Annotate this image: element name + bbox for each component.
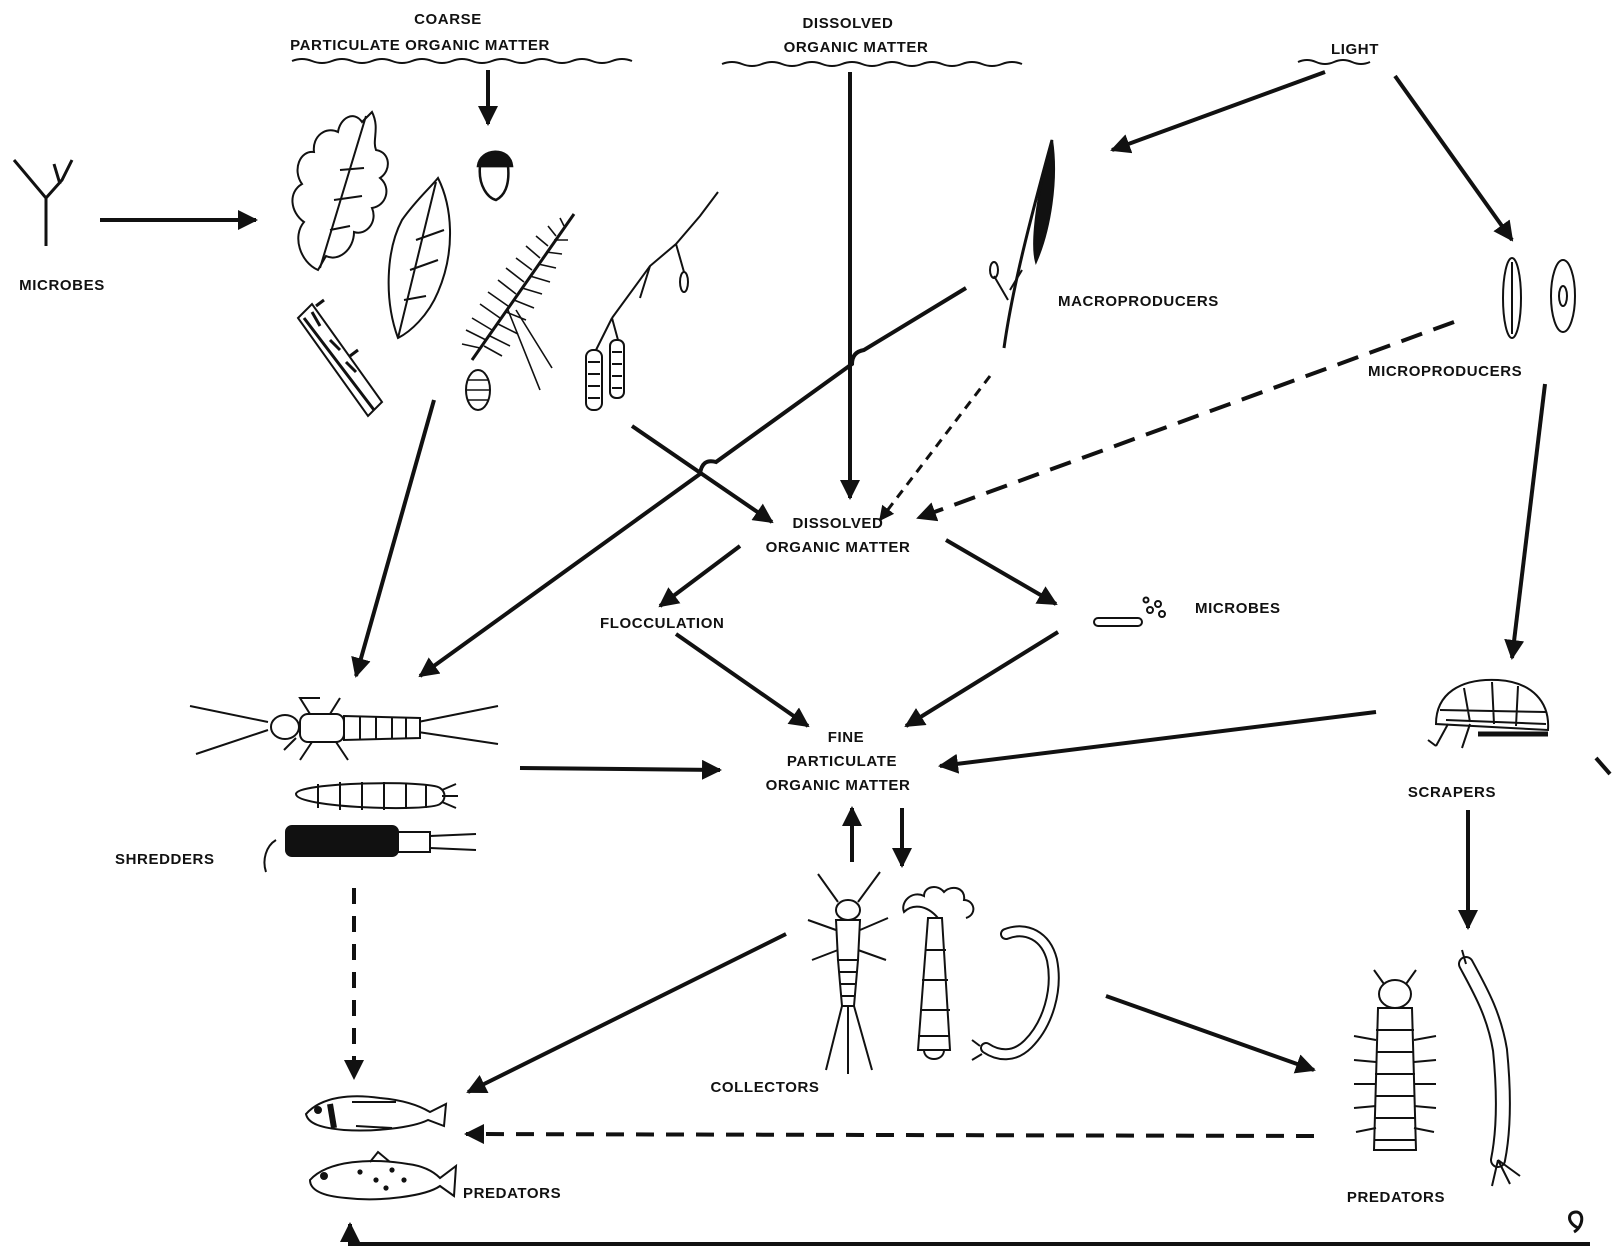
microbes-left-label: MICROBES (19, 277, 105, 294)
dom-top-label-1: DISSOLVED (803, 15, 894, 32)
predators-right-label: PREDATORS (1347, 1189, 1445, 1206)
stonefly-nymph-icon (189, 697, 499, 761)
water-surface-lines (291, 58, 1371, 67)
dom-center-label-2: ORGANIC MATTER (766, 539, 911, 556)
leaf-icon (387, 176, 451, 340)
oak-leaf-icon (291, 110, 389, 272)
microproducers-label: MICROPRODUCERS (1368, 363, 1522, 380)
solid-arrows (100, 70, 1612, 1246)
arrow-shredders-to-fpom (519, 759, 722, 780)
macroproducer-plant-icon (989, 139, 1055, 349)
surface-line-cpom (291, 58, 633, 64)
arrow-collectors-to-predators-left (466, 932, 787, 1094)
predator-larva-icon (1458, 949, 1521, 1187)
midge-larva-icon (971, 925, 1060, 1061)
hyphae-icon (12, 159, 74, 246)
trout-fish-icon (308, 1150, 458, 1201)
arrow-microproducers-to-scrapers (1504, 383, 1547, 660)
arrow-dom-to-flocculation (658, 544, 742, 608)
collectors-label: COLLECTORS (710, 1079, 819, 1096)
dashed-arrows (344, 320, 1455, 1145)
coarse-pom-label-1: COARSE (414, 11, 482, 28)
hellgrammite-icon (1353, 969, 1437, 1151)
shredders-label: SHREDDERS (115, 851, 215, 868)
arrow-microbes-to-fpom (904, 630, 1060, 728)
arrow-light-to-macroproducers (1110, 70, 1326, 154)
arrow-macroproducers-to-shredders (418, 286, 968, 678)
coarse-pom-label-2: PARTICULATE ORGANIC MATTER (290, 37, 550, 54)
bacteria-icon (1093, 596, 1166, 627)
dashed-arrow-predators-right-to-left (464, 1124, 1315, 1145)
arrow-edge-stub (1594, 756, 1612, 776)
sculpin-fish-icon (304, 1095, 448, 1132)
dom-center-label-1: DISSOLVED (793, 515, 884, 532)
mayfly-nymph-icon (807, 871, 889, 1074)
arrow-scrapers-to-fpom (938, 710, 1377, 774)
arrow-litter-to-shredders (351, 399, 436, 678)
surface-line-light (1297, 59, 1371, 65)
cranefly-larva-icon (294, 782, 458, 810)
dashed-arrow-macro-to-dom (878, 375, 992, 522)
microbes-right-label: MICROBES (1195, 600, 1281, 617)
flocculation-label: FLOCCULATION (600, 615, 724, 632)
acorn-icon (476, 150, 514, 202)
predators-left-label: PREDATORS (463, 1185, 561, 1202)
light-label: LIGHT (1331, 41, 1379, 58)
caddisfly-case-icon (263, 825, 477, 873)
dashed-arrow-micro-to-dom (916, 320, 1455, 522)
arrow-dom-to-microbes (944, 538, 1058, 606)
diatom-icon (1502, 257, 1576, 339)
corner-mark-icon (1568, 1210, 1584, 1234)
arrow-light-to-microproducers (1393, 74, 1514, 242)
labels: COARSE PARTICULATE ORGANIC MATTER DISSOL… (19, 11, 1522, 1206)
blackfly-larva-icon (902, 886, 975, 1060)
arrow-flocculation-to-fpom (674, 632, 810, 728)
scrapers-label: SCRAPERS (1408, 784, 1496, 801)
dom-top-label-2: ORGANIC MATTER (784, 39, 929, 56)
fpom-label-2: PARTICULATE (787, 753, 897, 770)
alder-twig-icon (585, 191, 719, 411)
fpom-label-1: FINE (828, 729, 865, 746)
fpom-label-3: ORGANIC MATTER (766, 777, 911, 794)
water-penny-icon (1427, 678, 1550, 749)
arrow-collectors-to-predators-right (1105, 994, 1316, 1074)
conifer-branch-icon (461, 213, 576, 411)
twig-icon (296, 298, 384, 418)
arrow-bottom-return-to-predators-left (340, 1222, 1590, 1246)
surface-line-dom (721, 61, 1023, 67)
macroproducers-label: MACROPRODUCERS (1058, 293, 1219, 310)
arrow-litter-to-dom (630, 424, 774, 524)
